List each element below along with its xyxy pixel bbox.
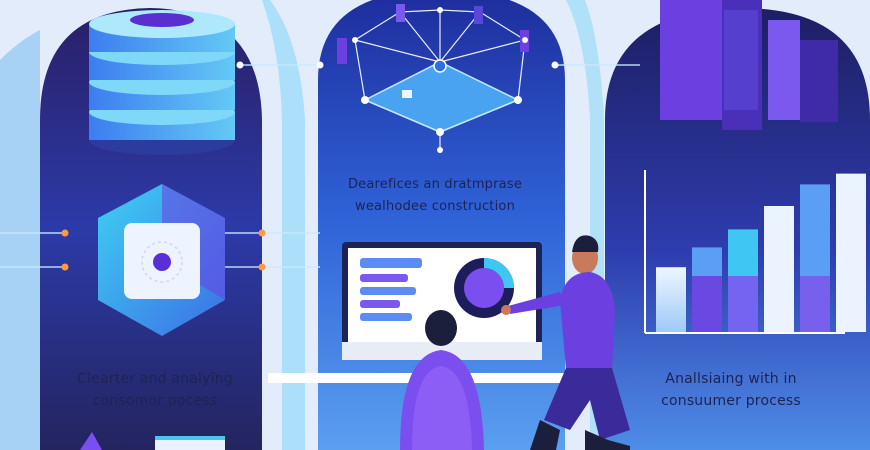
left-caption-line2: consomor pocess xyxy=(92,393,218,409)
bar xyxy=(656,267,686,332)
monitor-icon xyxy=(342,242,542,360)
buildings-graphic xyxy=(660,0,838,130)
right-caption: Anallsiaing with in consuumer process xyxy=(606,368,856,412)
bar-segment xyxy=(800,276,830,332)
network-graph-icon xyxy=(337,4,529,153)
bar-segment xyxy=(728,276,758,332)
seated-person-icon xyxy=(400,310,484,450)
bar xyxy=(764,206,794,332)
database-icon xyxy=(89,10,235,155)
center-caption-line2: wealhodee construction xyxy=(354,199,516,214)
bar-series xyxy=(656,173,866,332)
donut-chart-icon xyxy=(454,258,514,318)
center-caption-line1: Dearefices an dratmprase xyxy=(347,177,523,192)
left-caption-line1: Clearter and analyĩng xyxy=(77,371,233,387)
left-caption: Clearter and analyĩng consomor pocess xyxy=(40,368,270,412)
bar-chart-icon xyxy=(644,170,866,334)
bar-segment xyxy=(692,276,722,332)
right-caption-line1: Anallsiaing with in xyxy=(665,371,797,387)
person-icon xyxy=(501,235,630,450)
bar xyxy=(836,173,866,332)
right-caption-line2: consuumer process xyxy=(661,393,801,409)
hexagon-node-icon xyxy=(98,184,225,336)
center-caption: Dearefices an dratmprase wealhodee const… xyxy=(315,174,555,218)
